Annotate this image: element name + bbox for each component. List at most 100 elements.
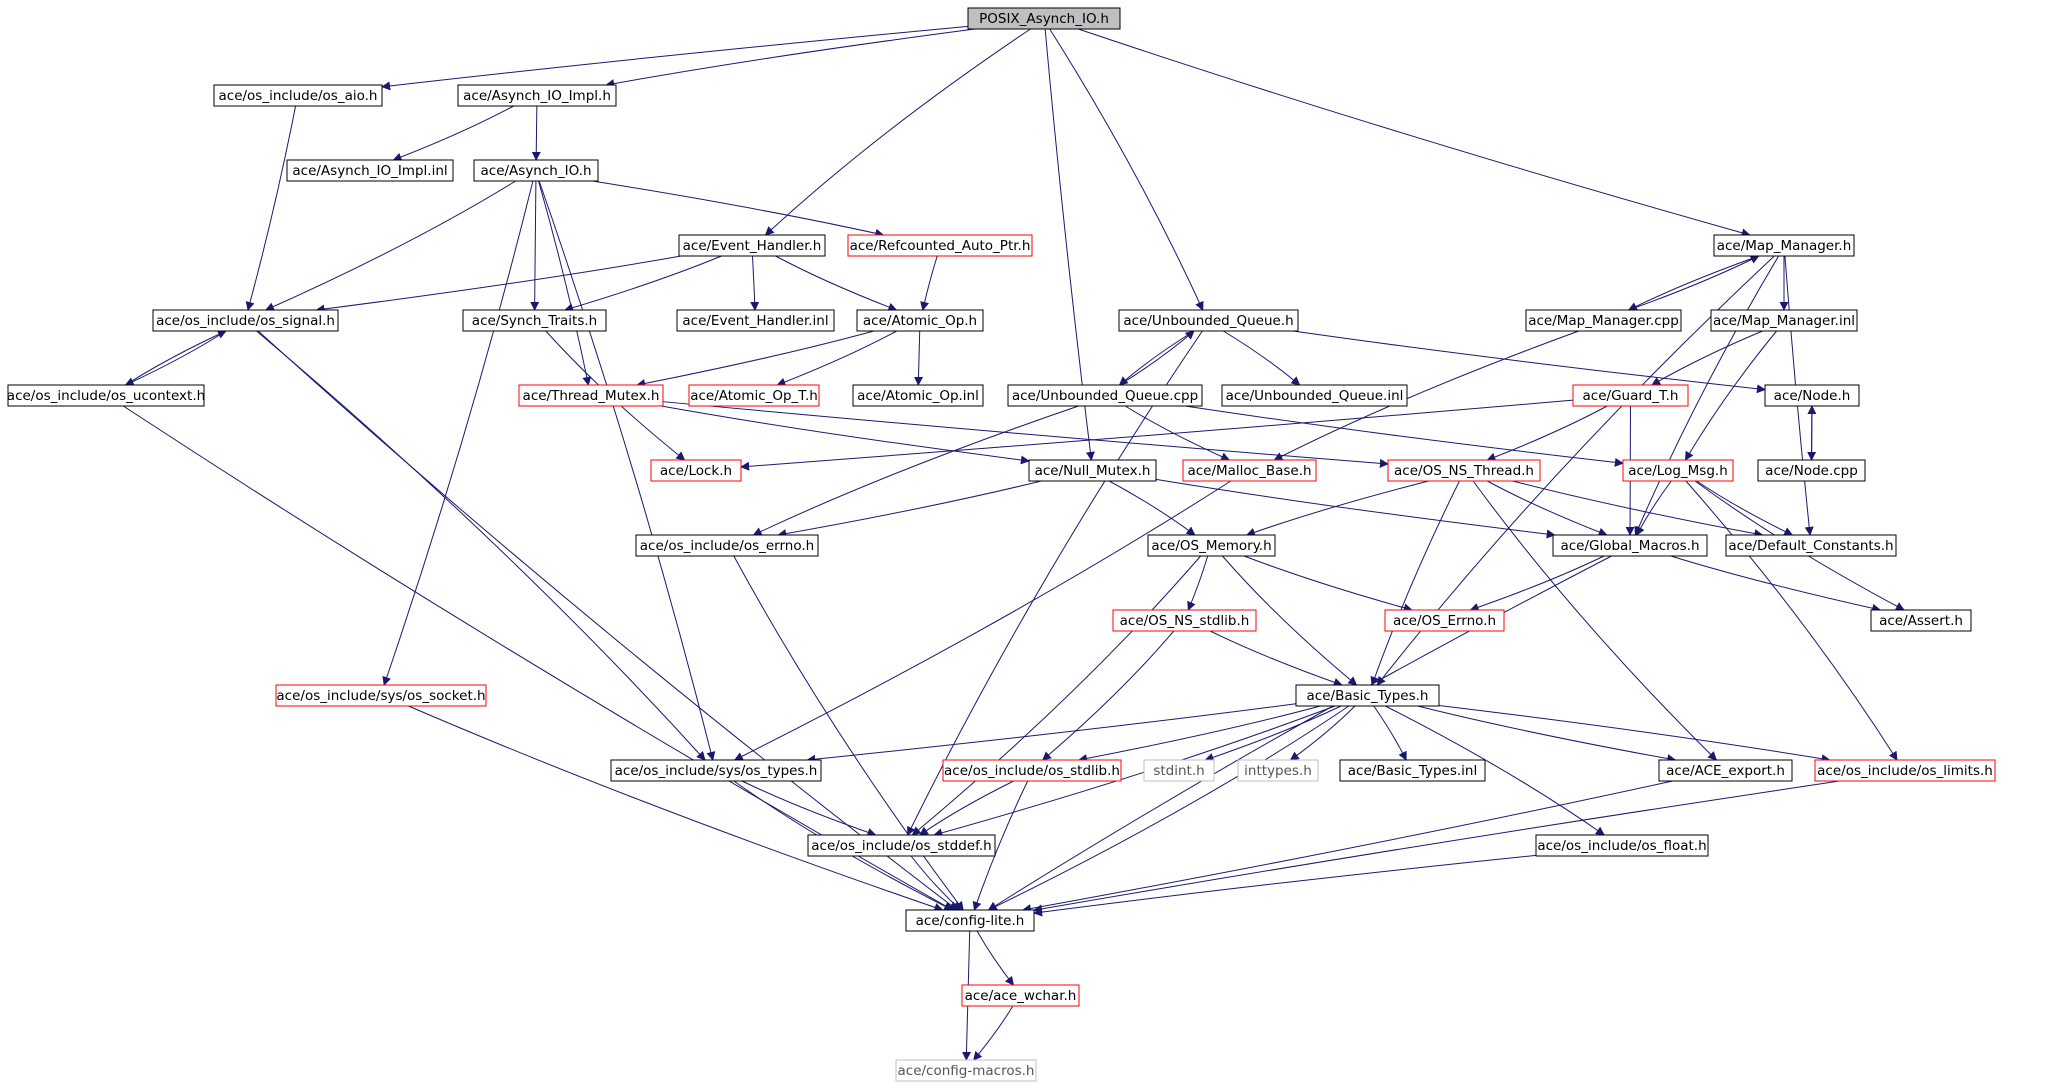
node-inttypes[interactable]: inttypes.h [1237,759,1319,782]
edge-basic_types_h-to-stdint [1204,705,1342,762]
node-atomic_op_h[interactable]: ace/Atomic_Op.h [856,309,984,332]
node-basic_types_inl[interactable]: ace/Basic_Types.inl [1339,759,1486,782]
node-stdint[interactable]: stdint.h [1143,759,1215,782]
node-synch_traits[interactable]: ace/Synch_Traits.h [462,309,607,332]
node-event_handler_inl[interactable]: ace/Event_Handler.inl [676,309,835,332]
node-asynch_impl_inl[interactable]: ace/Asynch_IO_Impl.inl [286,159,454,182]
node-ace_wchar[interactable]: ace/ace_wchar.h [961,984,1080,1007]
node-box-synch_traits [462,309,607,332]
node-thread_mutex[interactable]: ace/Thread_Mutex.h [518,384,664,407]
node-label-asynch_impl_inl: ace/Asynch_IO_Impl.inl [292,163,447,179]
node-atomic_op_inl[interactable]: ace/Atomic_Op.inl [852,384,984,407]
edge-unbounded_queue_cpp-to-log_msg [1185,405,1624,467]
node-os_stdlib[interactable]: ace/os_include/os_stdlib.h [942,759,1122,782]
node-box-event_handler_h [678,234,826,257]
node-root[interactable]: POSIX_Asynch_IO.h [967,7,1121,30]
edge-guard_t-to-os_ns_thread [1486,405,1608,462]
node-box-os_stddef [807,834,996,857]
node-os_aio[interactable]: ace/os_include/os_aio.h [213,84,383,107]
node-os_ucontext[interactable]: ace/os_include/os_ucontext.h [7,384,205,407]
node-atomic_op_t[interactable]: ace/Atomic_Op_T.h [688,384,820,407]
edge-event_handler_h-to-os_signal [315,255,682,314]
edge-atomic_op_h-to-atomic_op_t [776,330,897,387]
node-os_signal[interactable]: ace/os_include/os_signal.h [152,309,339,332]
edge-os_ns_stdlib-to-basic_types_h [1209,630,1343,687]
node-unbounded_queue_inl[interactable]: ace/Unbounded_Queue.inl [1221,384,1408,407]
node-os_limits[interactable]: ace/os_include/os_limits.h [1814,759,1996,782]
edge-os_ns_thread-to-ace_export [1472,480,1717,761]
node-box-atomic_op_t [688,384,820,407]
node-box-config_macros [895,1059,1037,1082]
edge-os_memory-to-basic_types_h [1222,555,1358,686]
node-os_memory[interactable]: ace/OS_Memory.h [1147,534,1276,557]
node-box-ace_export [1658,759,1793,782]
node-box-ace_wchar [961,984,1080,1007]
node-unbounded_queue_cpp[interactable]: ace/Unbounded_Queue.cpp [1007,384,1203,407]
node-label-os_float: ace/os_include/os_float.h [1537,838,1706,854]
node-node_h[interactable]: ace/Node.h [1764,384,1860,407]
node-config_macros[interactable]: ace/config-macros.h [895,1059,1037,1082]
node-os_ns_stdlib[interactable]: ace/OS_NS_stdlib.h [1112,609,1257,632]
node-label-os_stddef: ace/os_include/os_stddef.h [811,838,991,854]
node-asynch_io_h[interactable]: ace/Asynch_IO.h [473,159,599,182]
node-label-assert_h: ace/Assert.h [1879,613,1963,629]
node-label-lock_h: ace/Lock.h [660,463,732,479]
node-malloc_base[interactable]: ace/Malloc_Base.h [1182,459,1317,482]
node-box-os_ns_thread [1387,459,1541,482]
node-label-map_manager_inl: ace/Map_Manager.inl [1713,313,1855,329]
node-config_lite[interactable]: ace/config-lite.h [905,909,1035,932]
node-node_cpp[interactable]: ace/Node.cpp [1757,459,1866,482]
node-global_macros[interactable]: ace/Global_Macros.h [1552,534,1708,557]
node-lock_h[interactable]: ace/Lock.h [650,459,742,482]
node-unbounded_queue_h[interactable]: ace/Unbounded_Queue.h [1118,309,1299,332]
node-os_errno[interactable]: ace/os_include/os_errno.h [635,534,819,557]
edge-root-to-asynch_impl_h [605,28,975,88]
edge-os_stdlib-to-config_lite [972,780,1029,911]
node-os_ns_thread[interactable]: ace/OS_NS_Thread.h [1387,459,1541,482]
edge-ace_export-to-config_lite [1022,780,1673,913]
node-os_stddef[interactable]: ace/os_include/os_stddef.h [807,834,996,857]
edge-unbounded_queue_h-to-unbounded_queue_cpp [1118,330,1195,386]
node-asynch_impl_h[interactable]: ace/Asynch_IO_Impl.h [457,84,617,107]
node-os_types[interactable]: ace/os_include/sys/os_types.h [610,759,822,782]
edge-os_memory-to-os_stddef [911,555,1202,836]
edge-basic_types_h-to-os_limits [1438,704,1831,764]
node-box-os_memory [1147,534,1276,557]
node-basic_types_h[interactable]: ace/Basic_Types.h [1295,684,1440,707]
node-log_msg[interactable]: ace/Log_Msg.h [1622,459,1734,482]
node-ace_export[interactable]: ace/ACE_export.h [1658,759,1793,782]
node-label-atomic_op_inl: ace/Atomic_Op.inl [857,388,979,404]
node-box-root [967,7,1121,30]
node-box-unbounded_queue_cpp [1007,384,1203,407]
node-event_handler_h[interactable]: ace/Event_Handler.h [678,234,826,257]
node-box-os_socket [275,684,487,707]
edge-os_errno-to-config_lite [733,555,964,911]
node-box-os_aio [213,84,383,107]
node-box-guard_t [1572,384,1689,407]
edge-os_limits-to-config_lite [1033,780,1840,914]
node-label-os_ns_stdlib: ace/OS_NS_stdlib.h [1120,613,1250,629]
node-box-unbounded_queue_inl [1221,384,1408,407]
node-null_mutex[interactable]: ace/Null_Mutex.h [1028,459,1157,482]
edge-unbounded_queue_h-to-os_stddef [907,330,1203,836]
node-map_manager_cpp[interactable]: ace/Map_Manager.cpp [1525,309,1682,332]
node-label-inttypes: inttypes.h [1244,763,1312,779]
node-os_socket[interactable]: ace/os_include/sys/os_socket.h [275,684,487,707]
edge-os_memory-to-os_ns_stdlib [1187,555,1209,611]
node-map_manager_inl[interactable]: ace/Map_Manager.inl [1710,309,1858,332]
edge-malloc_base-to-os_types [733,480,1232,761]
node-box-os_ucontext [7,384,205,407]
node-guard_t[interactable]: ace/Guard_T.h [1572,384,1689,407]
edge-atomic_op_h-to-thread_mutex [636,330,875,388]
node-box-os_types [610,759,822,782]
node-assert_h[interactable]: ace/Assert.h [1870,609,1972,632]
node-default_constants[interactable]: ace/Default_Constants.h [1725,534,1897,557]
node-map_manager_h[interactable]: ace/Map_Manager.h [1713,234,1855,257]
node-os_float[interactable]: ace/os_include/os_float.h [1535,834,1709,857]
node-label-event_handler_h: ace/Event_Handler.h [683,238,822,254]
node-os_errno_ace[interactable]: ace/OS_Errno.h [1384,609,1505,632]
node-refcounted[interactable]: ace/Refcounted_Auto_Ptr.h [847,234,1033,257]
edge-os_aio-to-os_signal [245,105,297,311]
edge-os_stdlib-to-os_stddef [919,780,1014,836]
